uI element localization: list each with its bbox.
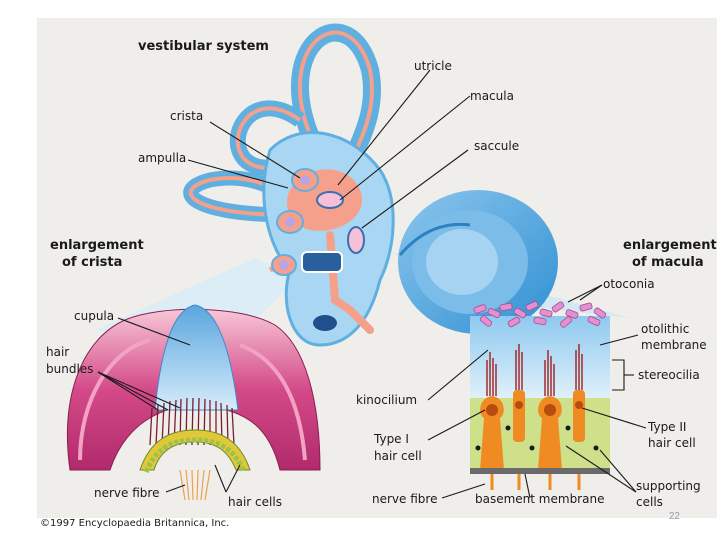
copyright-text: ©1997 Encyclopaedia Britannica, Inc. [40, 518, 229, 529]
ampulla-markers [271, 168, 365, 276]
label-enlargement-macula-line2: of macula [632, 255, 704, 270]
label-type-ii-line1: Type II [647, 420, 686, 434]
label-supporting-cells-line1: supporting [636, 479, 701, 493]
crista-nerve-fibres [179, 469, 211, 501]
diagram-title: vestibular system [138, 39, 269, 54]
label-ampulla: ampulla [138, 151, 186, 165]
supporting-cell-nuclei [475, 425, 599, 451]
label-kinocilium: kinocilium [356, 393, 417, 407]
label-otolithic-membrane-line1: otolithic [641, 322, 689, 336]
cupula-shape [154, 304, 239, 411]
label-otolithic-membrane-line2: membrane [641, 338, 707, 352]
label-stereocilia: stereocilia [638, 368, 700, 382]
macula-enlargement [470, 301, 634, 490]
label-saccule: saccule [474, 139, 519, 153]
label-type-ii-line2: hair cell [648, 436, 696, 450]
page-number: 22 [668, 511, 680, 522]
label-type-i-line2: hair cell [374, 449, 422, 463]
label-crista: crista [170, 109, 203, 123]
hair-cell-layer [139, 429, 251, 471]
label-enlargement-crista-line1: enlargement [50, 238, 144, 253]
label-supporting-cells-line2: cells [636, 495, 663, 509]
label-enlargement-macula-line1: enlargement [623, 238, 717, 253]
otoconia-crystals [473, 301, 607, 328]
label-utricle: utricle [414, 59, 452, 73]
stereocilia-strokes [486, 344, 583, 396]
macula-nerve-fibres [490, 474, 581, 490]
macula-hair-cells [480, 390, 585, 470]
label-hair-bundles-line2: bundles [46, 362, 93, 376]
label-basement-membrane: basement membrane [475, 492, 604, 506]
cochlea [398, 190, 558, 334]
label-hair-cells: hair cells [228, 495, 282, 509]
label-nerve-fibre-macula: nerve fibre [372, 492, 437, 506]
crista-enlargement [67, 304, 321, 501]
label-macula: macula [470, 89, 514, 103]
label-hair-bundles-line1: hair [46, 345, 69, 359]
label-nerve-fibre-crista: nerve fibre [94, 486, 159, 500]
label-otoconia: otoconia [603, 277, 655, 291]
label-type-i-line1: Type I [373, 432, 409, 446]
leader-lines [97, 69, 647, 499]
label-enlargement-crista-line2: of crista [62, 255, 122, 270]
label-cupula: cupula [74, 309, 114, 323]
